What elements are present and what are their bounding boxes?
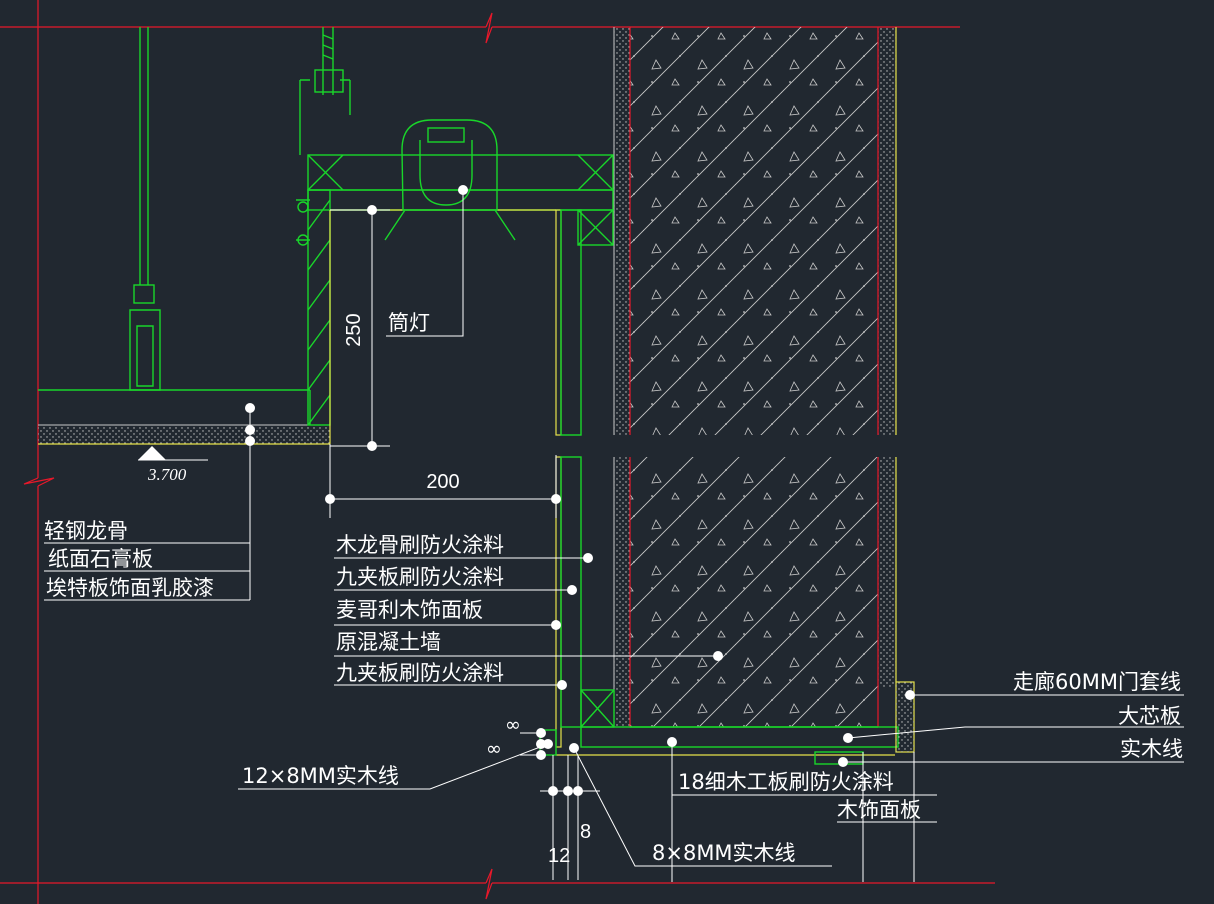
dimension-infinity-bottom: ∞: [486, 738, 502, 760]
callout-door-trim: 走廊60MM门套线 大芯板 实木线: [838, 670, 1184, 767]
label-wood-keel-fireproof: 木龙骨刷防火涂料: [336, 533, 504, 557]
ceiling-board: [38, 389, 330, 445]
wood-framing: [296, 154, 614, 444]
concrete-wall: [613, 27, 897, 728]
label-light-steel-keel: 轻钢龙骨: [44, 519, 128, 543]
label-concrete-wall: 原混凝土墙: [336, 630, 441, 654]
label-fine-board-fireproof: 18细木工板刷防火涂料: [678, 770, 894, 794]
dimension-250-text: 250: [343, 313, 365, 346]
elevation-text: 3.700: [147, 465, 187, 484]
label-gypsum-board: 纸面石膏板: [48, 547, 153, 571]
dimension-250: 250: [330, 205, 390, 451]
dimension-200: 200: [325, 444, 561, 518]
dimension-infinity-top: ∞: [505, 714, 521, 736]
dimension-8-text: 8: [580, 821, 591, 843]
label-solid-wood-line: 实木线: [1120, 737, 1183, 761]
label-wood-line-8x8: 8×8MM实木线: [652, 841, 796, 865]
callout-wall-layers: 木龙骨刷防火涂料 九夹板刷防火涂料 麦哥利木饰面板 原混凝土墙 九夹板刷防火涂料: [334, 533, 723, 690]
label-corridor-door-trim: 走廊60MM门套线: [1013, 670, 1181, 694]
downlight-fixture: [384, 119, 516, 241]
callout-downlight: 筒灯: [386, 185, 468, 337]
label-maca-wood-veneer: 麦哥利木饰面板: [336, 598, 483, 622]
label-downlight: 筒灯: [388, 311, 430, 335]
dimension-200-text: 200: [426, 471, 459, 493]
label-plywood-fireproof-1: 九夹板刷防火涂料: [336, 565, 504, 589]
dimension-12-text: 12: [548, 845, 570, 867]
dimension-bottom: 8 12 ∞ ∞: [486, 714, 915, 882]
callout-bottom: 12×8MM实木线 18细木工板刷防火涂料 木饰面板 8×8MM实木线: [238, 737, 937, 867]
elevation-marker: 3.700: [138, 446, 208, 484]
callout-ceiling-stack: 轻钢龙骨 纸面石膏板 埃特板饰面乳胶漆: [44, 403, 255, 601]
hanger-rods: [129, 27, 351, 391]
label-plywood-fireproof-2: 九夹板刷防火涂料: [336, 661, 504, 685]
label-blockboard: 大芯板: [1118, 704, 1181, 728]
label-wood-line-12x8: 12×8MM实木线: [242, 764, 399, 788]
label-board-latex-paint: 埃特板饰面乳胶漆: [46, 576, 214, 600]
label-wood-veneer: 木饰面板: [837, 798, 921, 822]
